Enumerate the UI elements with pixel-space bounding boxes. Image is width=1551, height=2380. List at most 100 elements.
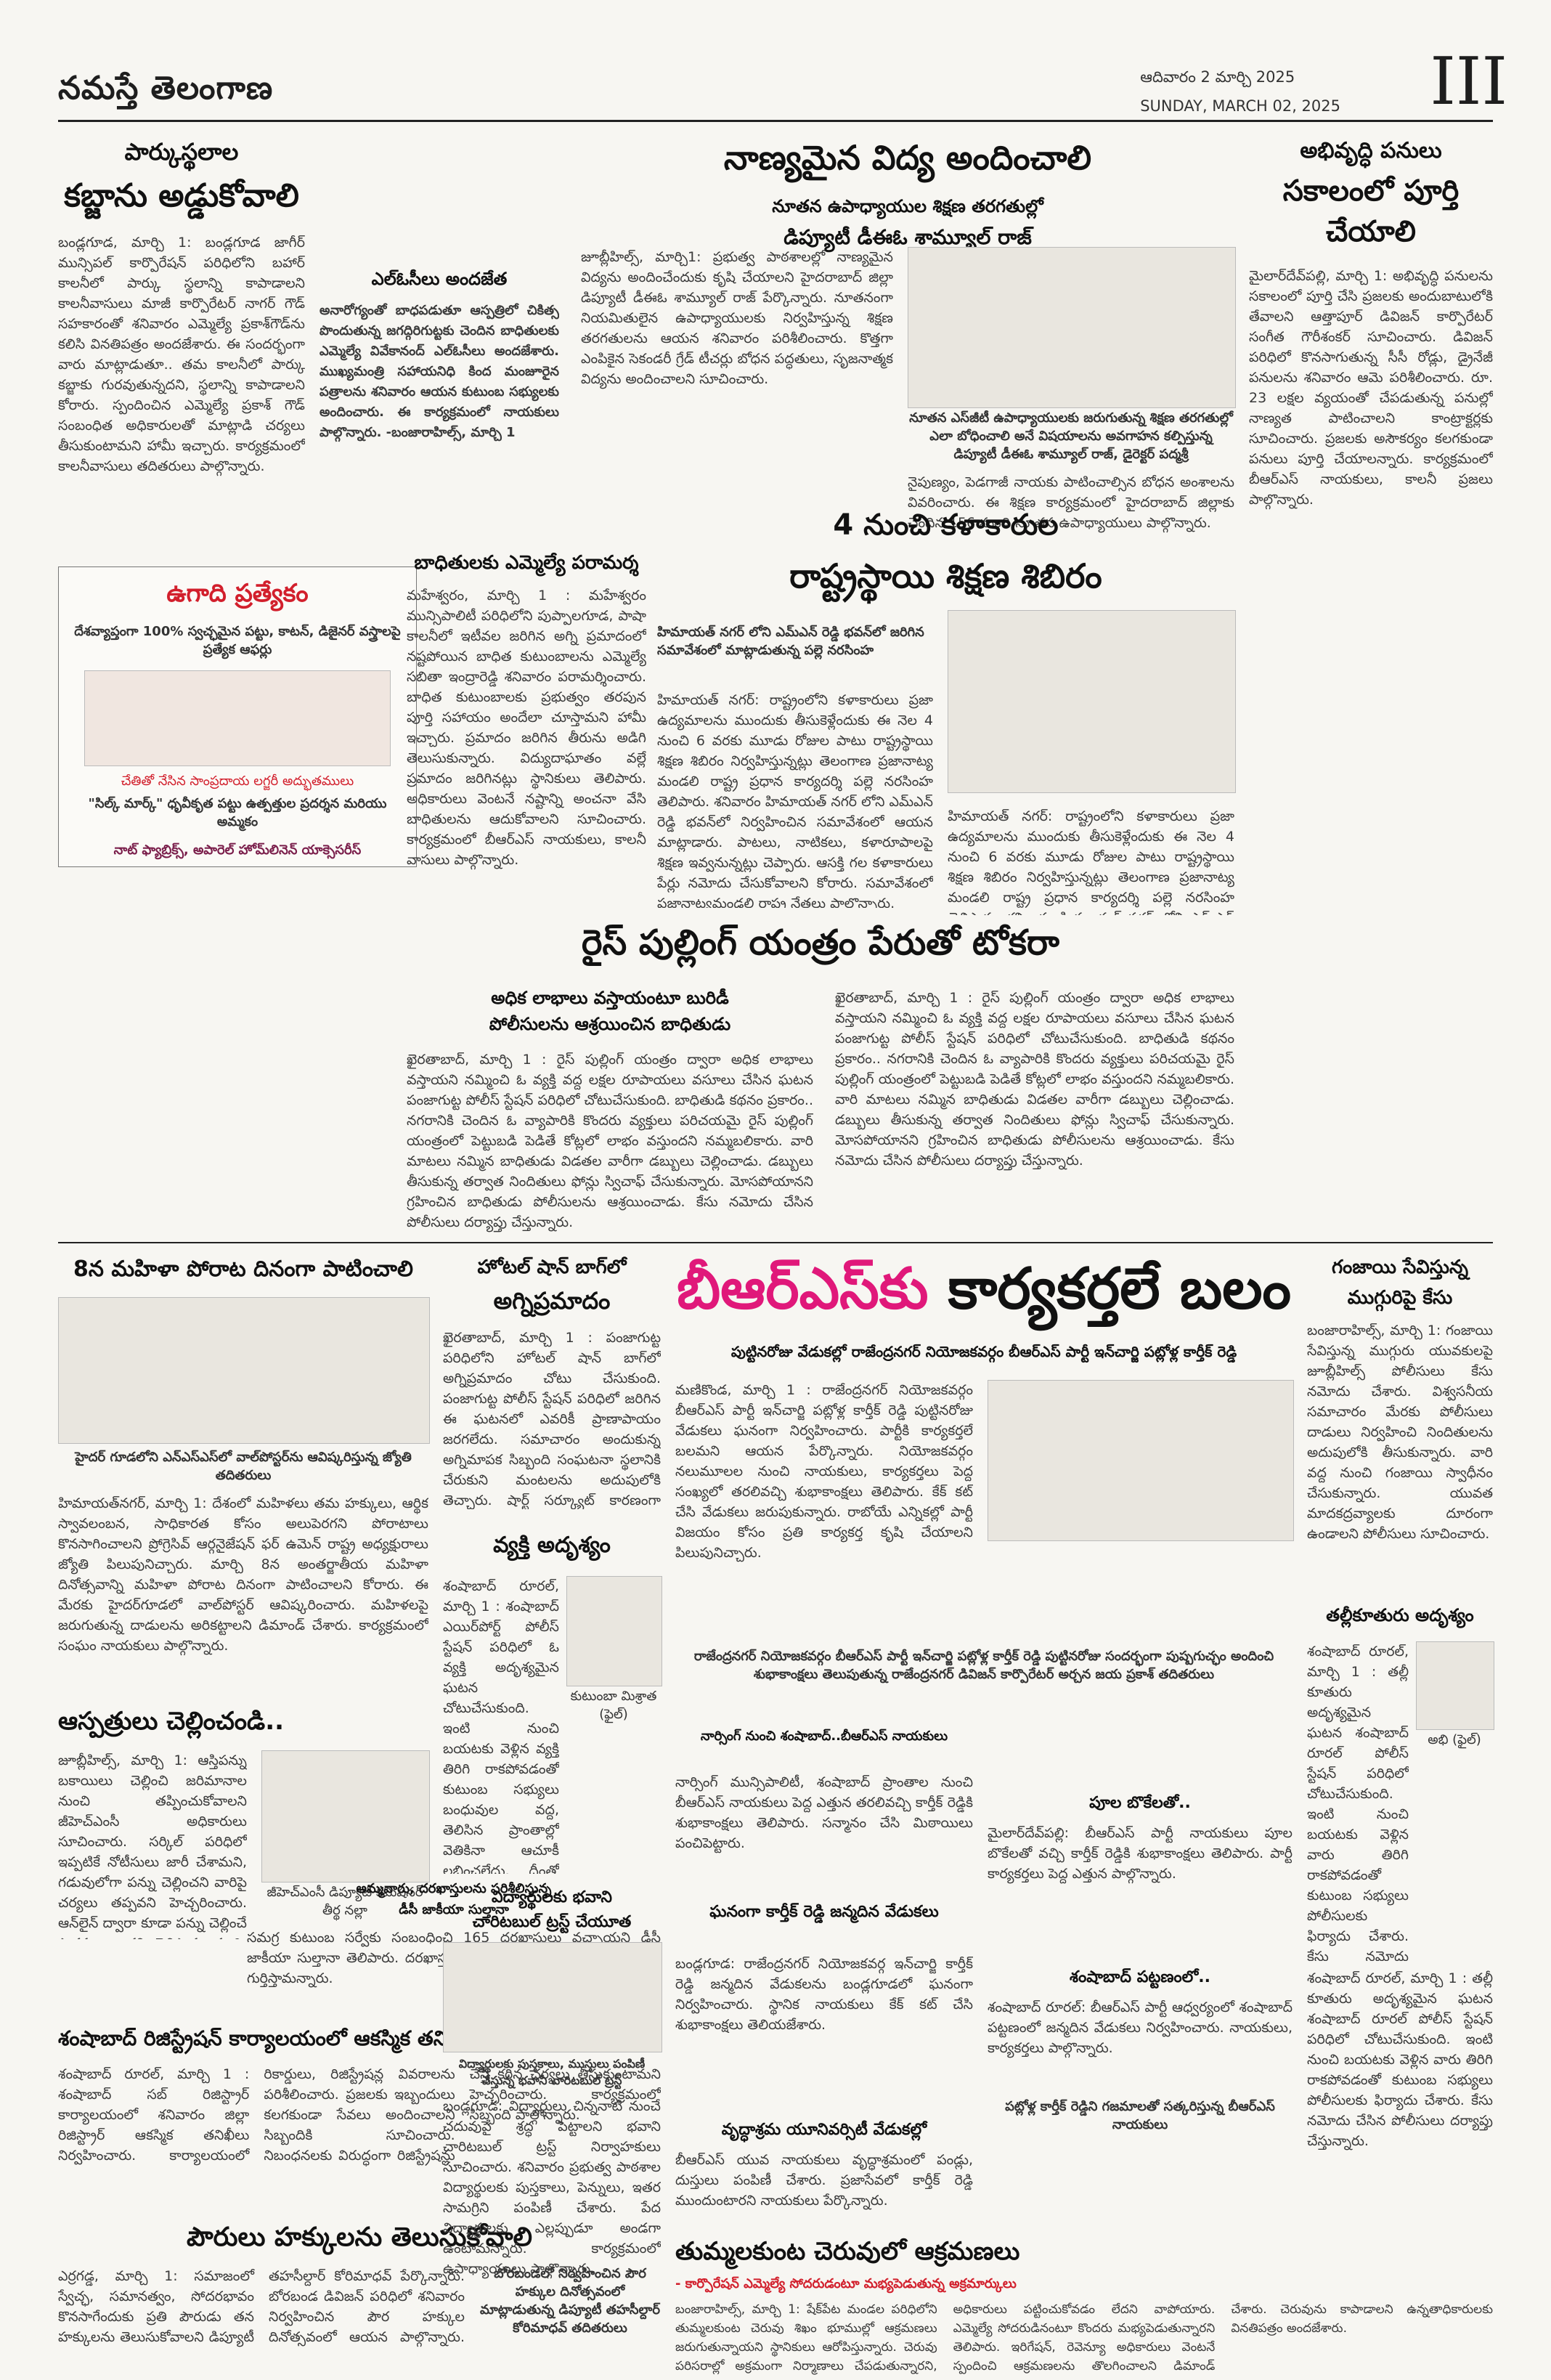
photo-caption: నూతన ఎస్‌జీటీ ఉపాధ్యాయులకు జరుగుతున్న శి…: [909, 410, 1233, 462]
article-body: ఖైరతాబాద్, మార్చి 1 : పంజాగుట్ట పరిధిలోన…: [443, 1330, 661, 1508]
article-body: మహేశ్వరం, మార్చి 1 : మహేశ్వరం మున్సిపాలి…: [407, 588, 646, 868]
article-quality-education: నాణ్యమైన విద్య అందించాలి నూతన ఉపాధ్యాయుల…: [581, 138, 1236, 531]
article-body-continued: ఖైరతాబాద్, మార్చి 1 : రైస్ పుల్లింగ్ యంత…: [835, 990, 1234, 1169]
article-development-works: అభివృద్ధి పనులు సకాలంలో పూర్తి చేయాలి మై…: [1249, 138, 1493, 585]
headline: పార్కుస్థలాల: [124, 138, 239, 166]
headline: అభివృద్ధి పనులు: [1300, 138, 1442, 163]
masthead-rule: [58, 120, 1493, 122]
article-body: బండ్లగూడ: విద్యార్థులు చిన్ననాటి నుంచే చ…: [443, 2098, 661, 2277]
headline: కబ్జాను అడ్డుకోవాలి: [64, 177, 299, 214]
photo-caption: విద్యార్థులకు పుస్తకాలు, ముస్తులు పంపిణీ…: [458, 2057, 646, 2087]
section-subhead: ఘనంగా కార్తీక్ రెడ్డి జన్మదిన వేడుకలు: [709, 1903, 939, 1921]
article-body-continued: శంషాబాద్ రూరల్, మార్చి 1 : తల్లీ కూతురు …: [1307, 1970, 1493, 2149]
ad-line: చేతితో నేసిన సాంప్రదాయ లగ్జరీ అద్భుతములు: [121, 773, 354, 789]
headline: పౌరులు హక్కులను తెలుసుకోవాలి: [187, 2222, 532, 2252]
headline: రాష్ట్రస్థాయి శిక్షణ శిబిరం: [789, 556, 1102, 596]
article-body-continued: హిమాయత్ నగర్: రాష్ట్రంలోని కళాకారులు ప్ర…: [948, 808, 1234, 915]
section-subhead: నార్సింగ్ నుంచి శంషాబాద్..బీఆర్ఎస్ నాయకు…: [700, 1729, 948, 1744]
headline: ఆస్పత్రులు చెల్లించండి..: [58, 1707, 285, 1736]
date-telugu: ఆదివారం 2 మార్చి 2025: [1140, 68, 1295, 86]
article-artists-camp: 4 నుంచి కళాకారుల రాష్ట్రస్థాయి శిక్షణ శి…: [657, 508, 1236, 908]
article-womens-struggle-day: 8న మహిళా పోరాట దినంగా పాటించాలి హైదర్ గూ…: [58, 1256, 430, 1740]
headline: తుమ్మలకుంట చెరువులో ఆక్రమణలు: [675, 2237, 1020, 2266]
headline: 4 నుంచి కళాకారుల: [833, 508, 1059, 542]
masthead-logo: నమస్తే తెలంగాణ: [58, 70, 274, 107]
article-body: హిమాయత్ నగర్: రాష్ట్రంలోని కళాకారులు ప్ర…: [657, 692, 933, 908]
headline-part: కార్యకర్తలే బలం: [948, 1256, 1292, 1322]
section-subhead: శంషాబాద్ పట్టణంలో..: [1069, 1968, 1211, 1986]
headline: బాధితులకు ఎమ్మెల్యే పరామర్శ: [414, 552, 639, 574]
article-mla-consolation: బాధితులకు ఎమ్మెల్యే పరామర్శ మహేశ్వరం, మా…: [407, 552, 646, 941]
headline: బీఆర్‌ఎస్‌కు కార్యకర్తలే బలం: [675, 1256, 1292, 1336]
article-body: అనారోగ్యంతో బాధపడుతూ ఆస్పత్రిలో చికిత్స …: [319, 303, 559, 440]
news-photo: [988, 1380, 1294, 1541]
article-loc-handover: ఎల్‌ఓసీలు అందజేత అనారోగ్యంతో బాధపడుతూ ఆస…: [319, 269, 559, 584]
news-photo: [58, 1297, 430, 1444]
article-ganja-case: గంజాయి సేవిస్తున్న ముగ్గురిపై కేసు బంజార…: [1307, 1256, 1493, 1611]
headline: 8న మహిళా పోరాట దినంగా పాటించాలి: [73, 1256, 413, 1282]
subheadline: పోలీసులను ఆశ్రయించిన బాధితుడు: [489, 1014, 731, 1034]
news-photo: [1416, 1641, 1494, 1730]
article-body: ఎర్రగడ్డ, మార్చి 1: సమాజంలో స్వేచ్ఛ, సమా…: [58, 2268, 465, 2345]
photo-caption: బోరబండలో నిర్వహించిన పౌర హక్కుల దినోత్సవ…: [479, 2266, 660, 2336]
ad-line: నాట్ ఫ్యాబ్రిక్స్, అపారెల్ హోమ్‌లినెన్ య…: [113, 842, 362, 858]
date-english: SUNDAY, MARCH 02, 2025: [1140, 97, 1340, 115]
article-brs-workers-strength: బీఆర్‌ఎస్‌కు కార్యకర్తలే బలం పుట్టినరోజు…: [675, 1256, 1294, 2209]
a15-block: విద్యార్థులకు భవాని చారిటబుల్ ట్రస్ట్ చే…: [443, 1888, 662, 2314]
article-body: హిమాయత్‌నగర్, మార్చి 1: దేశంలో మహిళలు తమ…: [58, 1495, 428, 1654]
photo-caption: హైదర్ గూడలోని ఎన్ఎస్ఎస్‌లో వాల్‌పోస్టర్‌…: [75, 1450, 412, 1483]
headline: డీసీ జాకీయా సుల్తానా: [399, 1902, 509, 1917]
article-body: శంషాబాద్ రూరల్: బీఆర్ఎస్ పార్టీ ఆధ్వర్యం…: [988, 1999, 1292, 2056]
news-photo: [908, 247, 1236, 408]
ad-line: దేశవ్యాప్తంగా 100% స్వచ్ఛమైన పట్టు, కాటన…: [74, 624, 401, 657]
article-body: మైలార్‌దేవ్‌పల్లి: బీఆర్ఎస్ పార్టీ నాయకు…: [988, 1825, 1292, 1882]
article-registration-inspection: శంషాబాద్ రిజిస్ట్రేషన్ కార్యాలయంలో ఆకస్మ…: [58, 2026, 1038, 2231]
headline: సకాలంలో పూర్తి చేయాలి: [1282, 174, 1460, 248]
article-body: జూబ్లీహిల్స్, మార్చి 1: ఆస్తిపన్ను బకాయి…: [58, 1752, 247, 1939]
article-tummalakunta-encroachment: తుమ్మలకుంట చెరువులో ఆక్రమణలు - కార్పొరేష…: [675, 2237, 1493, 2380]
article-body: మణికొండ, మార్చి 1 : రాజేంద్రనగర్ నియోజకవ…: [675, 1382, 973, 1561]
section-rule: [58, 1242, 1493, 1243]
ad-image: [84, 670, 391, 766]
article-mother-daughter-missing: తల్లీకూతురు అదృశ్యం అభి (ఫైల్) శంషాబాద్ …: [1307, 1605, 1494, 1961]
headline: ఎల్‌ఓసీలు అందజేత: [371, 269, 508, 289]
photo-caption: అభి (ఫైల్): [1428, 1732, 1481, 1747]
ad-line: "సిల్క్ మార్క్" ధృవీకృత పట్టు ఉత్పత్తుల …: [88, 796, 387, 829]
article-body: నార్సింగ్ మున్సిపాలిటీ, శంషాబాద్ ప్రాంతా…: [675, 1774, 973, 1851]
photo-caption: పట్లోళ్ల కార్తీక్ రెడ్డిని గజమాలతో సత్కర…: [1005, 2099, 1275, 2132]
article-man-missing: వ్యక్తి అదృశ్యం కుటుంబా మిశ్రాత (ఫైల్) శ…: [443, 1532, 662, 1874]
headline: హోటల్ షాన్ బాగ్‌లో: [477, 1256, 627, 1278]
subheadline: నూతన ఉపాధ్యాయుల శిక్షణ తరగతుల్లో: [772, 196, 1043, 216]
article-citizen-rights: పౌరులు హక్కులను తెలుసుకోవాలి: [58, 2222, 661, 2259]
subheadline: డిప్యూటీ డీఈఓ శామ్యూల్ రాజ్: [783, 225, 1032, 249]
photo-caption: జీహెచ్ఎంసీ డిప్యూటీ కమిషనర్ తీర్థ నల్లా: [266, 1885, 423, 1918]
page-number: III: [1430, 44, 1507, 120]
headline: నాణ్యమైన విద్య అందించాలి: [723, 138, 1092, 177]
photo-caption: హిమాయత్ నగర్ లోని ఎమ్ఎన్ రెడ్డి భవన్‌లో …: [657, 625, 924, 658]
news-photo: [261, 1750, 430, 1883]
ugadi-advertisement: ఉగాది ప్రత్యేకం దేశవ్యాప్తంగా 100% స్వచ్…: [58, 566, 417, 867]
article-body: బండ్లగూడ: రాజేంద్రనగర్ నియోజకవర్గ ఇన్‌చా…: [675, 1956, 973, 2033]
article-property-tax: ఆస్పత్రులు చెల్లించండి.. జూబ్లీహిల్స్, మ…: [58, 1707, 430, 1939]
news-photo: [443, 1942, 662, 2052]
article-body: బండ్లగూడ, మార్చి 1: బండ్లగూడ జాగీర్ మున్…: [58, 235, 305, 474]
article-park-encroachment: పార్కుస్థలాల కబ్జాను అడ్డుకోవాలి బండ్లగూ…: [58, 138, 305, 537]
headline: తల్లీకూతురు అదృశ్యం: [1326, 1605, 1474, 1625]
photo-caption: రాజేంద్రనగర్ నియోజకవర్గం బీఆర్ఎస్ పార్టీ…: [693, 1649, 1274, 1682]
news-photo: [948, 610, 1236, 793]
section-subhead: పూల బొకేలతో..: [1089, 1794, 1191, 1812]
headline: శంషాబాద్ రిజిస్ట్రేషన్ కార్యాలయంలో ఆకస్మ…: [58, 2026, 485, 2050]
headline: చారిటబుల్ ట్రస్ట్ చేయూత: [472, 1913, 632, 1931]
headline: వ్యక్తి అదృశ్యం: [493, 1532, 611, 1558]
article-body: శంషాబాద్ రూరల్, మార్చి 1 : శంషాబాద్ ఎయిర…: [443, 1578, 559, 1874]
article-body: బంజారాహిల్స్, మార్చి 1: షేక్‌పేట మండల పర…: [675, 2302, 1493, 2373]
headline: విద్యార్థులకు భవాని: [492, 1888, 612, 1906]
article-body: బంజారాహిల్స్, మార్చి 1: గంజాయి సేవిస్తున…: [1307, 1323, 1493, 1542]
subheadline: పుట్టినరోజు వేడుకల్లో రాజేంద్రనగర్ నియోజ…: [730, 1343, 1237, 1360]
article-body: బీఆర్ఎస్ యువ నాయకులు వృద్ధాశ్రమంలో పండ్ల…: [675, 2152, 973, 2209]
dateline: ఆదివారం 2 మార్చి 2025 SUNDAY, MARCH 02, …: [1140, 68, 1340, 122]
article-hotel-fire: హోటల్ షాన్ బాగ్‌లో అగ్నిప్రమాదం ఖైరతాబాద…: [443, 1256, 661, 1509]
headline: అమ్మవారు, దరఖాస్తులను పరిశీలిస్తున్న: [356, 1881, 552, 1896]
section-subhead: వృద్ధాశ్రమ యూనివర్సిటీ వేడుకల్లో: [721, 2121, 927, 2139]
subheadline: - కార్పొరేషన్ ఎమ్మెల్యే సోదరుడంటూ మభ్యపె…: [675, 2276, 1017, 2291]
